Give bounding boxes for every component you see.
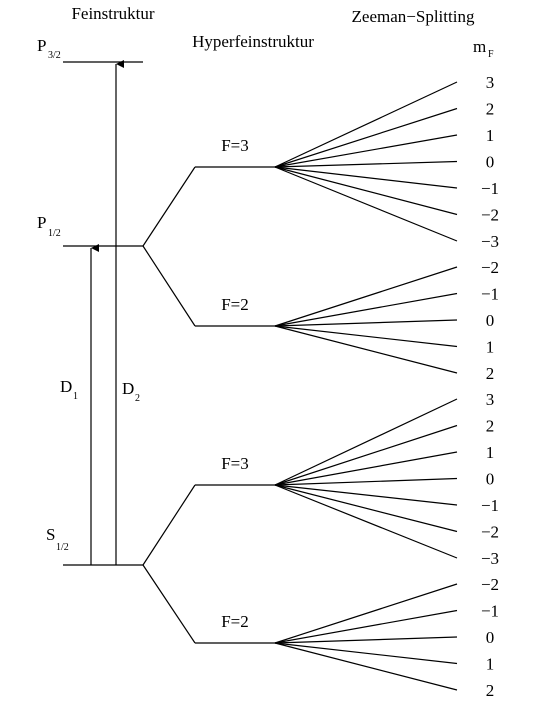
hyperfine-group-lower-f3-label: F=3	[221, 454, 249, 473]
p32-label-sub: 3/2	[48, 50, 61, 61]
p12-to-f3-connector	[142, 166, 196, 247]
p12-label-sub: 1/2	[48, 228, 61, 239]
mf-value-label: 1	[486, 126, 495, 145]
hyperfine-group-upper-f2: F=2 −2 −1 0 1 2	[195, 258, 499, 383]
mf-value-label: 3	[486, 73, 495, 92]
zeeman-line	[274, 160, 458, 168]
mf-value-label: 3	[486, 390, 495, 409]
zeeman-line	[274, 583, 458, 644]
zeeman-line	[274, 166, 458, 189]
zeeman-line	[274, 266, 458, 327]
p32-label: P 3/2	[37, 36, 61, 61]
d1-label-sub: 1	[73, 391, 78, 402]
hyperfine-structure-heading: Hyperfeinstruktur	[192, 32, 314, 51]
s12-label: S 1/2	[46, 525, 69, 553]
mf-value-label: −3	[481, 232, 499, 251]
zeeman-line	[274, 477, 458, 486]
hyperfine-group-lower-f2: F=2 −2 −1 0 1 2	[195, 575, 499, 700]
hyperfine-group-lower-f2-label: F=2	[221, 612, 249, 631]
hyperfine-group-upper-f3-label: F=3	[221, 136, 249, 155]
mf-value-label: −3	[481, 549, 499, 568]
zeeman-line	[274, 319, 458, 327]
hyperfine-group-upper-f2-label: F=2	[221, 295, 249, 314]
zeeman-line	[274, 642, 458, 691]
zeeman-line	[274, 166, 458, 242]
s12-to-f3-connector	[142, 484, 196, 566]
zeeman-line	[274, 636, 458, 644]
mf-value-label: −1	[481, 179, 499, 198]
zeeman-line	[274, 325, 458, 374]
mf-value-label: 1	[486, 338, 495, 357]
mf-value-label: 0	[486, 470, 495, 489]
zeeman-line	[274, 107, 458, 168]
hyperfine-group-lower-f3: F=3 3 2 1 0 −1 −2 −3	[195, 390, 499, 568]
mf-value-label: 1	[486, 443, 495, 462]
s12-to-f2-connector	[142, 564, 196, 644]
mf-value-label: −2	[481, 258, 499, 277]
mf-value-label: −1	[481, 602, 499, 621]
zeeman-line	[274, 451, 458, 486]
d1-label-main: D	[60, 377, 72, 396]
p12-to-f2-connector	[142, 245, 196, 327]
zeeman-line	[274, 609, 458, 644]
zeeman-line	[274, 484, 458, 559]
mf-value-label: 0	[486, 153, 495, 172]
mf-value-label: 2	[486, 364, 495, 383]
mf-value-label: 2	[486, 100, 495, 119]
mf-header-sub: F	[488, 49, 494, 60]
mf-value-label: 2	[486, 681, 495, 700]
mf-value-label: −2	[481, 523, 499, 542]
s12-label-sub: 1/2	[56, 542, 69, 553]
p12-label-main: P	[37, 213, 46, 232]
d2-label: D 2	[122, 379, 140, 404]
zeeman-line	[274, 642, 458, 665]
mf-value-label: −2	[481, 206, 499, 225]
mf-value-label: 0	[486, 311, 495, 330]
d1-label: D 1	[60, 377, 78, 402]
zeeman-line	[274, 81, 458, 168]
mf-value-label: −2	[481, 575, 499, 594]
mf-value-label: 1	[486, 655, 495, 674]
zeeman-line	[274, 166, 458, 216]
p32-label-main: P	[37, 36, 46, 55]
mf-header-main: m	[473, 37, 486, 56]
mf-value-label: −1	[481, 285, 499, 304]
d2-label-main: D	[122, 379, 134, 398]
d2-label-sub: 2	[135, 393, 140, 404]
zeeman-line	[274, 424, 458, 486]
fine-structure-heading: Feinstruktur	[71, 4, 154, 23]
p12-label: P 1/2	[37, 213, 61, 239]
s12-label-main: S	[46, 525, 55, 544]
hyperfine-group-upper-f3: F=3 3 2 1 0 −1 −2 −3	[195, 73, 499, 251]
mf-header: m F	[473, 37, 494, 60]
mf-value-label: −1	[481, 496, 499, 515]
zeeman-line	[274, 325, 458, 348]
zeeman-splitting-heading: Zeeman−Splitting	[352, 7, 475, 26]
zeeman-line	[274, 484, 458, 506]
zeeman-line	[274, 398, 458, 486]
zeeman-line	[274, 484, 458, 533]
mf-value-label: 0	[486, 628, 495, 647]
mf-value-label: 2	[486, 417, 495, 436]
zeeman-line	[274, 292, 458, 327]
zeeman-line	[274, 134, 458, 168]
